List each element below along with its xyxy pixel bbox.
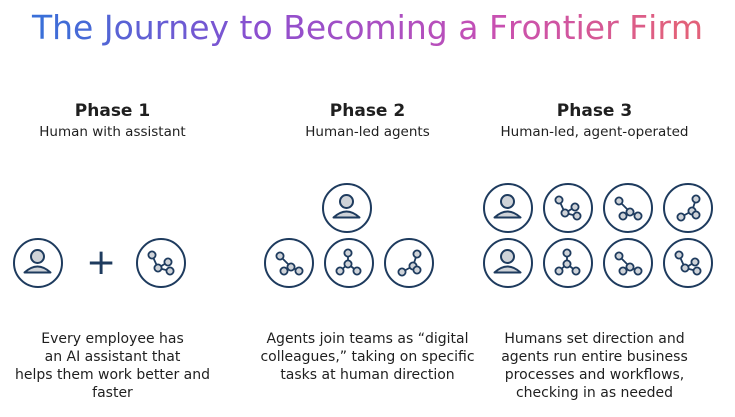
person-icon [322, 183, 372, 233]
phase-3-description-line: checking in as needed [515, 385, 674, 401]
title-letter: e [189, 8, 210, 47]
plus-icon: + [86, 242, 117, 283]
agent-network-icon [324, 238, 374, 288]
phase-2-heading: Phase 2 [329, 101, 406, 121]
phase-1-description-line: faster [92, 385, 133, 401]
title-letter [619, 6, 630, 50]
title-letter: t [562, 8, 576, 47]
person-icon [483, 238, 533, 288]
title-letter [229, 6, 240, 50]
phase-2-description-line: colleagues,” taking on specific [260, 349, 475, 365]
title-letter: r [154, 8, 169, 47]
title-letter: c [326, 8, 345, 47]
phase-3-description-line: processes and workflows, [504, 367, 685, 383]
agent-network-icon [603, 238, 653, 288]
phase-1-description-line: Every employee has [41, 331, 184, 347]
title-letter: i [575, 8, 585, 47]
title-letter [273, 6, 284, 50]
title-letter: u [133, 8, 155, 47]
title-letter [478, 6, 489, 50]
title-letter: o [113, 8, 134, 47]
title-letter: g [426, 8, 448, 47]
title-letter: h [52, 8, 74, 47]
phase-3-description-line: agents run entire business [501, 349, 688, 365]
title-letter: o [252, 8, 273, 47]
phase-1-description-line: helps them work better and [14, 367, 211, 383]
agent-network-icon [543, 238, 593, 288]
title-letter [448, 6, 459, 50]
agent-network-icon [543, 183, 593, 233]
phase-3-description: Humans set direction and agents run enti… [472, 330, 717, 402]
phase-2-description-line: Agents join teams as “digital [266, 331, 469, 347]
phase-1-heading: Phase 1 [74, 101, 151, 121]
title-letter [93, 6, 104, 50]
title-letter: i [396, 8, 406, 47]
agent-network-icon [603, 183, 653, 233]
title-letter: r [605, 8, 619, 47]
phase-1-subtitle: Human with assistant [39, 124, 186, 140]
title-letter: F [629, 8, 649, 47]
page-title: The Journey to Becoming a Frontier Firm [0, 6, 735, 50]
title-letter: B [283, 8, 306, 47]
title-letter: m [364, 8, 397, 47]
title-letter: F [488, 8, 508, 47]
phase-2-subtitle: Human-led agents [305, 124, 430, 140]
title-letter: m [670, 8, 704, 47]
person-icon [483, 183, 533, 233]
phase-1-description-line: an AI assistant that [44, 349, 181, 365]
title-letter: r [657, 8, 671, 47]
title-letter: n [168, 8, 190, 47]
title-letter: o [344, 8, 365, 47]
agent-network-icon [663, 238, 713, 288]
title-letter: r [507, 8, 522, 47]
agent-network-icon [136, 238, 186, 288]
phase-2-description-line: tasks at human direction [280, 367, 455, 383]
title-letter: i [648, 8, 658, 47]
agent-network-icon [264, 238, 314, 288]
title-letter: T [31, 8, 53, 47]
title-letter: t [239, 8, 253, 47]
title-letter: e [584, 8, 606, 47]
phase-1-description: Every employee has an AI assistant that … [0, 330, 235, 402]
title-letter: o [521, 8, 542, 47]
title-letter: n [541, 8, 563, 47]
phase-2-description: Agents join teams as “digital colleagues… [245, 330, 490, 384]
agent-network-icon [384, 238, 434, 288]
title-letter: e [305, 8, 327, 47]
title-letter: y [209, 8, 230, 47]
phase-3-heading: Phase 3 [556, 101, 633, 121]
phase-3-description-line: Humans set direction and [504, 331, 685, 347]
title-letter: e [73, 8, 94, 47]
person-icon [13, 238, 63, 288]
title-letter: n [405, 8, 427, 47]
title-letter: J [103, 8, 114, 47]
title-letter: a [458, 8, 479, 47]
agent-network-icon [663, 183, 713, 233]
phase-3-subtitle: Human-led, agent-operated [500, 124, 689, 140]
